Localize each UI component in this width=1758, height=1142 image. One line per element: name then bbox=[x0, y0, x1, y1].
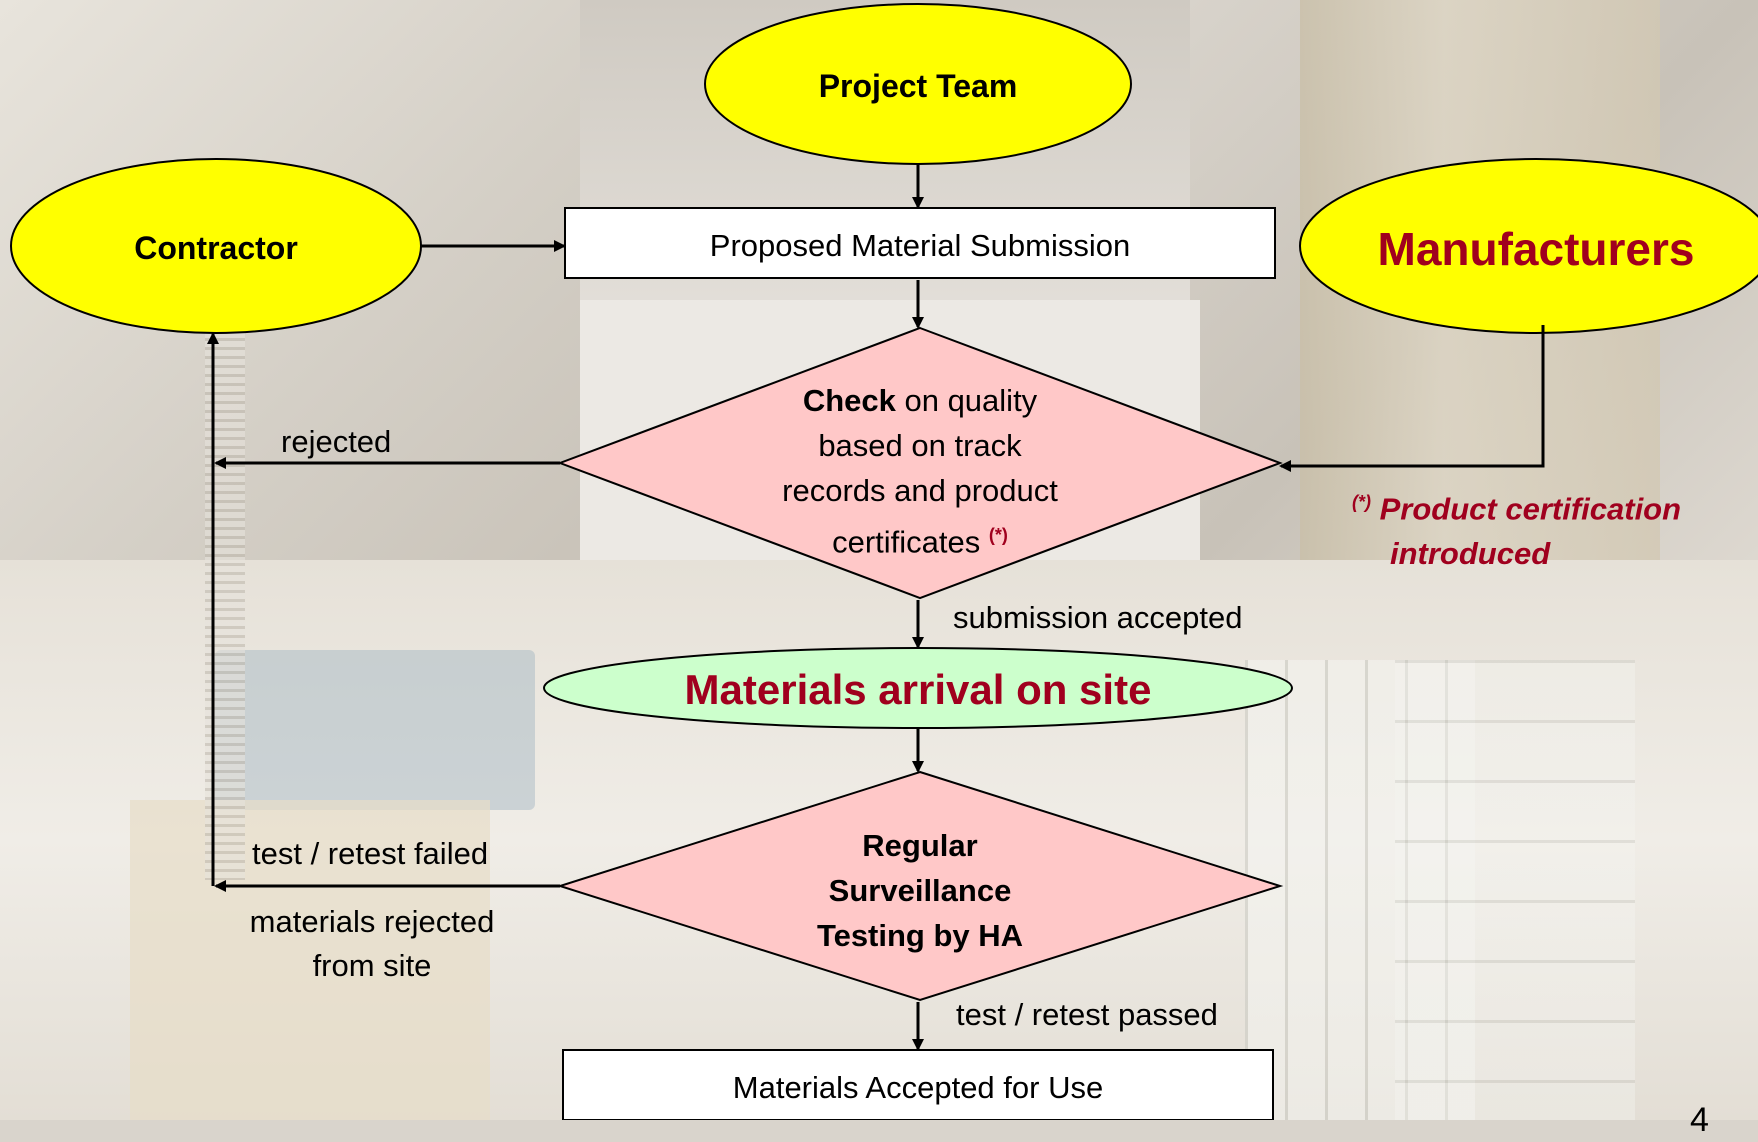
check-footnote-mark: (*) bbox=[988, 525, 1008, 545]
check-line-2: based on track bbox=[818, 428, 1022, 463]
manufacturers-node bbox=[1299, 158, 1758, 334]
check-line-3: records and product bbox=[782, 473, 1058, 508]
page-number: 4 bbox=[1690, 1101, 1709, 1139]
materials-rejected-line-1: materials rejected bbox=[249, 904, 495, 939]
check-line-4-text: certificates bbox=[832, 524, 981, 560]
project-team-label: Project Team bbox=[818, 68, 1018, 104]
materials-accepted-node bbox=[562, 1049, 1274, 1120]
test-passed-edge-label: test / retest passed bbox=[956, 997, 1218, 1032]
edge-manufacturers-to-check bbox=[1279, 325, 1545, 472]
note-line-1-text: Product certification bbox=[1379, 491, 1682, 527]
check-decision-node bbox=[557, 326, 1283, 600]
surveillance-decision-node bbox=[556, 770, 1284, 1002]
manufacturers-label: Manufacturers bbox=[1377, 223, 1695, 275]
check-line-1-rest: on quality bbox=[895, 383, 1038, 418]
surveillance-line-1: Regular bbox=[862, 828, 978, 863]
surveillance-line-3: Testing by HA bbox=[816, 918, 1024, 953]
note-footnote-mark: (*) bbox=[1352, 492, 1371, 512]
materials-rejected-line-2: from site bbox=[312, 948, 432, 983]
check-line-1: Check on quality bbox=[700, 378, 1140, 423]
test-failed-edge-label: test / retest failed bbox=[252, 836, 489, 871]
surveillance-decision-label: Regular Surveillance Testing by HA bbox=[760, 823, 1080, 958]
surveillance-line-2: Surveillance bbox=[828, 873, 1012, 908]
project-team-node bbox=[704, 3, 1132, 165]
materials-accepted-label: Materials Accepted for Use bbox=[732, 1070, 1104, 1105]
materials-arrival-label: Materials arrival on site bbox=[684, 666, 1152, 713]
check-line-4: certificates (*) bbox=[700, 513, 1140, 564]
proposed-submission-label: Proposed Material Submission bbox=[709, 228, 1131, 263]
check-bold-word: Check bbox=[802, 383, 896, 418]
product-certification-note: (*) Product certification introduced bbox=[1352, 480, 1752, 576]
materials-rejected-edge-label: materials rejected from site bbox=[222, 900, 522, 988]
rejected-edge-label: rejected bbox=[281, 424, 392, 459]
note-line-1: (*) Product certification bbox=[1352, 480, 1752, 531]
submission-accepted-edge-label: submission accepted bbox=[953, 600, 1243, 635]
check-decision-label: Check on quality based on track records … bbox=[700, 378, 1140, 564]
note-line-2: introduced bbox=[1390, 536, 1551, 572]
contractor-label: Contractor bbox=[134, 230, 298, 266]
